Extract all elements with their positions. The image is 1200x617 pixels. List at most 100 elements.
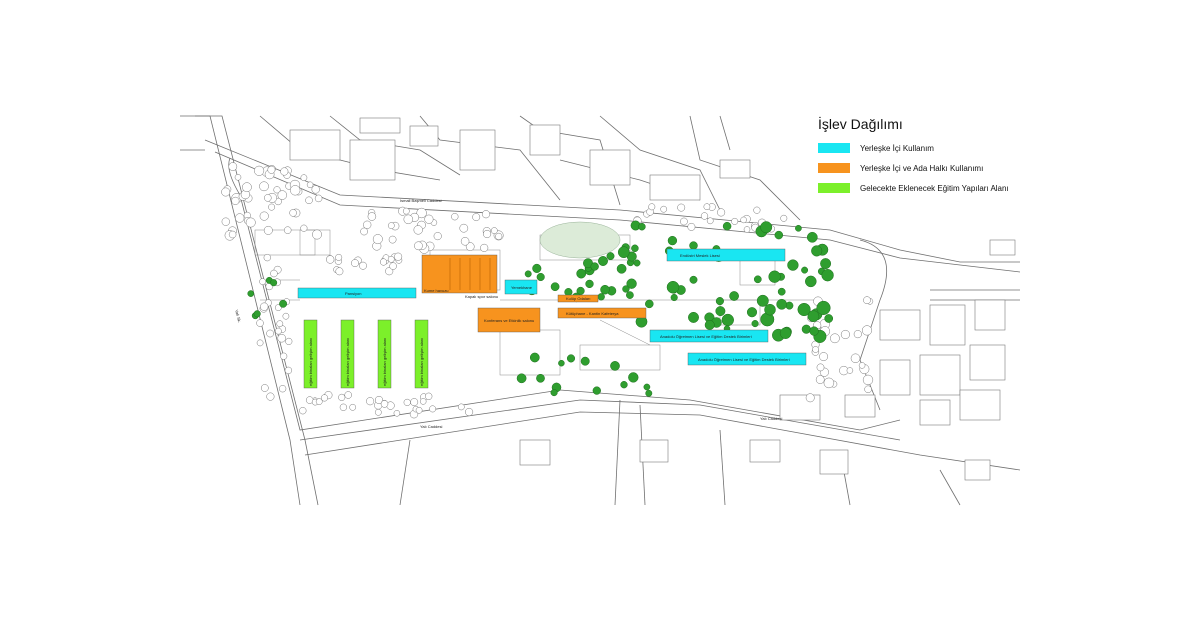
tree <box>819 352 829 362</box>
legend-swatch-orange <box>818 163 850 173</box>
tree <box>797 302 811 317</box>
legend-label-public: Yerleşke İçi ve Ada Halkı Kullanımı <box>860 163 984 173</box>
tree <box>472 213 481 222</box>
tree <box>263 253 271 262</box>
tree <box>706 217 714 225</box>
kume-label: Kume havuzu <box>424 288 448 293</box>
tree <box>558 359 565 367</box>
tree <box>379 258 388 266</box>
tree <box>689 241 698 250</box>
tree <box>394 252 403 261</box>
tree <box>231 196 240 205</box>
tree <box>260 302 269 311</box>
tree <box>363 220 372 229</box>
legend-swatch-cyan <box>818 143 850 153</box>
tree <box>393 410 401 417</box>
anadolu-block-1 <box>649 329 769 343</box>
tree <box>228 230 237 239</box>
tree <box>585 279 594 289</box>
tree <box>850 353 861 364</box>
tree <box>787 259 799 271</box>
tree <box>457 403 465 411</box>
tree <box>806 231 818 243</box>
yemekhane-block <box>504 279 538 295</box>
tree <box>266 392 275 401</box>
tree <box>846 367 854 374</box>
tree <box>680 217 688 226</box>
tree <box>424 214 434 224</box>
tree <box>415 406 423 414</box>
pansiyon-block <box>297 287 417 299</box>
tree <box>721 313 734 327</box>
tree <box>367 212 377 221</box>
tree <box>597 293 605 301</box>
tree <box>660 205 668 213</box>
tree <box>344 391 352 399</box>
tree <box>387 222 395 229</box>
tree <box>529 352 540 363</box>
tree <box>516 373 527 384</box>
tree <box>234 174 242 181</box>
tree <box>416 207 427 219</box>
endustri-label: Endüstri Meslek Lisesi <box>680 253 720 258</box>
tree <box>374 408 382 416</box>
tree <box>764 303 776 316</box>
tree <box>648 203 656 211</box>
tree <box>753 206 761 214</box>
tree <box>289 209 297 217</box>
surrounding-buildings <box>289 117 1016 481</box>
tree <box>242 182 252 193</box>
tree <box>722 221 732 231</box>
tree <box>801 266 809 274</box>
tree <box>490 227 498 234</box>
tree <box>756 294 769 307</box>
tree <box>263 225 273 235</box>
pansiyon-label: Pansiyon <box>345 291 361 296</box>
tree <box>311 185 320 194</box>
egitim-block-3 <box>377 319 392 389</box>
tree <box>306 181 314 189</box>
tree <box>403 398 411 406</box>
egitim-label-2: eğitim binaları gelişim alanı <box>345 338 350 386</box>
anadolu-label-2: Anadolu Öğretmen Lisesi ve Eğitim Destek… <box>698 357 790 362</box>
tree <box>638 222 646 231</box>
egitim-label-4: eğitim binaları gelişim alanı <box>419 338 424 386</box>
legend-item-future: Gelecekte Eklenecek Eğitim Yapıları Alan… <box>818 178 1078 198</box>
tree <box>300 224 308 232</box>
tree <box>385 267 394 276</box>
tree <box>403 214 414 225</box>
tree <box>861 325 873 336</box>
tree <box>335 253 343 261</box>
tree <box>863 296 871 305</box>
tree <box>259 278 266 285</box>
tree <box>807 310 820 323</box>
tree <box>277 333 286 343</box>
tree <box>717 208 726 217</box>
tree <box>268 203 276 211</box>
tree <box>254 165 265 176</box>
tree <box>670 293 678 302</box>
tree <box>259 211 269 221</box>
tree <box>228 162 238 171</box>
tree <box>273 186 281 194</box>
tree <box>600 284 610 295</box>
tree <box>278 385 287 393</box>
tree <box>704 320 715 330</box>
tree <box>617 246 630 259</box>
tree <box>451 213 459 221</box>
tree <box>862 374 874 386</box>
konferans-label: Konferans ve Etkinlik salonu <box>484 318 534 323</box>
tree <box>253 310 261 318</box>
tree <box>598 256 608 266</box>
street-north-label: Ismail Başmeli Caddesi <box>400 198 442 203</box>
tree <box>626 278 637 289</box>
tree <box>743 226 751 233</box>
tree <box>414 241 423 251</box>
tree <box>830 333 840 344</box>
tree <box>811 245 823 257</box>
tree <box>338 393 346 401</box>
tree <box>245 217 256 228</box>
tree <box>270 279 278 287</box>
tree <box>576 268 587 279</box>
tree <box>626 291 634 299</box>
